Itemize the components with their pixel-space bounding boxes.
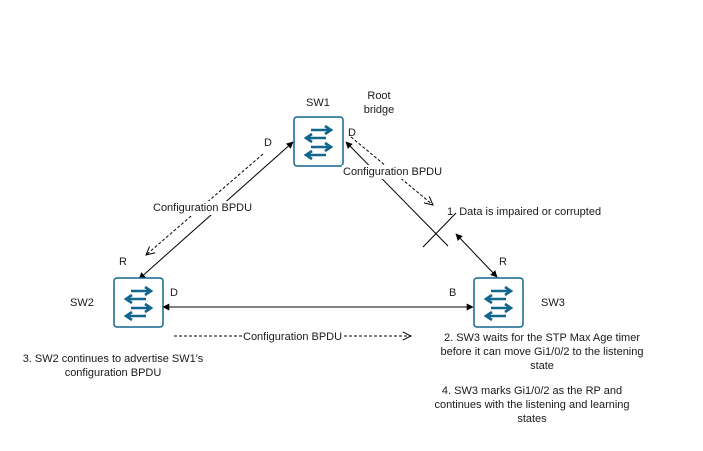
bpdu-label-left: Configuration BPDU <box>152 201 254 215</box>
failure-x-mark <box>422 212 457 248</box>
sw1-label: SW1 <box>306 97 330 109</box>
step-1-note: 1. Data is impaired or corrupted <box>447 206 602 218</box>
port-label-sw2-top: R <box>119 256 127 268</box>
bpdu-arrow-right <box>350 136 433 205</box>
switch-sw2-icon[interactable] <box>113 277 164 328</box>
sw3-label: SW3 <box>541 297 565 309</box>
switch-sw1-icon[interactable] <box>293 116 344 167</box>
step-3-note: 3. SW2 continues to advertise SW1's conf… <box>22 353 204 379</box>
port-label-sw3-top: R <box>499 256 507 268</box>
root-bridge-label: Root bridge <box>363 90 395 116</box>
port-label-sw3-left: B <box>449 287 457 299</box>
bpdu-label-right: Configuration BPDU <box>342 165 444 179</box>
link-sw1-sw3-upper <box>345 141 449 247</box>
port-label-sw1-right: D <box>348 127 356 139</box>
switch-sw3-icon[interactable] <box>473 277 524 328</box>
port-label-sw2-right: D <box>170 287 178 299</box>
step-4-note: 4. SW3 marks Gi1/0/2 as the RP and conti… <box>434 385 630 425</box>
step-2-note: 2. SW3 waits for the STP Max Age timer b… <box>440 332 644 372</box>
bpdu-label-bottom: Configuration BPDU <box>242 330 344 344</box>
sw2-label: SW2 <box>70 297 94 309</box>
link-sw1-sw3-lower <box>455 233 498 278</box>
port-label-sw1-left: D <box>264 137 272 149</box>
